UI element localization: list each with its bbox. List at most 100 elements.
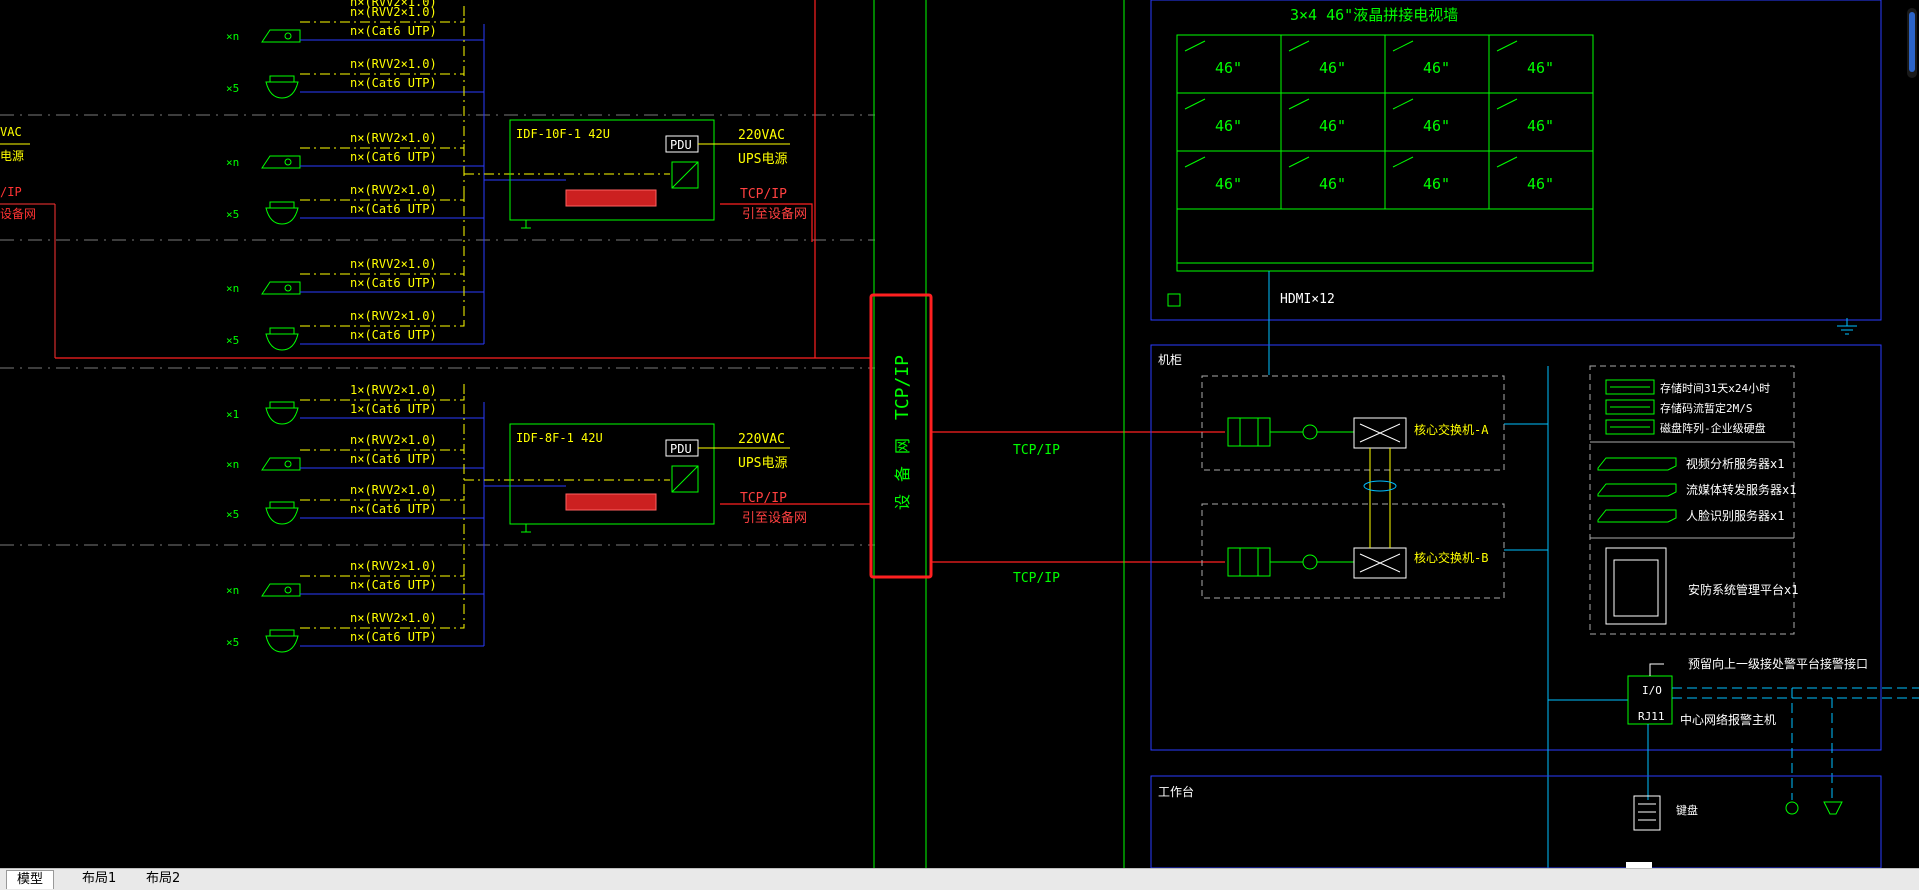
device-count: ×n (226, 30, 239, 43)
construction-lines (0, 114, 875, 546)
cable-cat6-label: n×(Cat6 UTP) (350, 578, 437, 592)
switch-b-chain[interactable]: 核心交换机-B (1227, 547, 1488, 579)
backbone-protocol: TCP/IP (892, 355, 913, 420)
alarm-host[interactable]: I/O RJ11 预留向上一级接处警平台接警接口 中心网络报警主机 (1627, 656, 1919, 800)
cable-rvv-label: n×(RVV2×1.0) (350, 257, 437, 271)
device-count: ×5 (226, 636, 239, 649)
desk-panel[interactable]: 工作台 键盘 (1150, 775, 1882, 868)
switch-a-chain[interactable]: 核心交换机-A (1227, 417, 1489, 449)
upper-device-group: ×n n×(RVV2×1.0) n×(Cat6 UTP) ×5 n×(RVV2×1.0)… (226, 0, 670, 351)
bullet-camera-icon (261, 457, 301, 471)
dome-camera-icon (265, 207, 299, 225)
server-item: 人脸识别服务器x1 (1686, 508, 1784, 523)
screen-size-label: 46" (1215, 175, 1242, 193)
cable-rvv-label: n×(RVV2×1.0) (350, 611, 437, 625)
tab-model[interactable]: 模型 (6, 870, 55, 889)
video-wall-screen[interactable] (1488, 150, 1594, 210)
video-wall-title: 3×4 46"液晶拼接电视墙 (1290, 6, 1458, 24)
cable-cat6-label: n×(Cat6 UTP) (350, 150, 437, 164)
link-upper-label: TCP/IP (1013, 443, 1060, 458)
screen-size-label: 46" (1423, 117, 1450, 135)
drawing-canvas[interactable]: VAC 电源 /IP 设备网 ×nn×(RVV2×1.0)n×(Cat6 UTP… (0, 0, 1919, 868)
screen-size-label: 46" (1319, 117, 1346, 135)
cable-cat6-label: n×(Cat6 UTP) (350, 328, 437, 342)
server-item: 视频分析服务器x1 (1686, 456, 1784, 471)
device-row[interactable]: ×n n×(RVV2×1.0) n×(Cat6 UTP) (226, 433, 484, 471)
screen-size-label: 46" (1527, 117, 1554, 135)
device-row[interactable]: ×n n×(RVV2×1.0) n×(Cat6 UTP) (226, 559, 484, 597)
bullet-camera-icon (261, 29, 301, 43)
keypad-label: 键盘 (1676, 803, 1698, 817)
vertical-scrollbar[interactable] (1907, 8, 1917, 78)
server-item: 流媒体转发服务器x1 (1686, 482, 1796, 497)
device-row[interactable]: ×5n×(RVV2×1.0)n×(Cat6 UTP) (226, 57, 484, 99)
cable-cat6-label: n×(Cat6 UTP) (350, 276, 437, 290)
idf-8f-power-a: 220VAC (738, 432, 785, 447)
platform-server[interactable]: 安防系统管理平台x1 (1605, 547, 1798, 625)
device-row[interactable]: ×11×(RVV2×1.0)1×(Cat6 UTP) (226, 383, 484, 425)
dome-camera-icon (265, 507, 299, 525)
screen-size-label: 46" (1215, 59, 1242, 77)
device-count: ×n (226, 458, 239, 471)
cable-cat6-label: n×(Cat6 UTP) (350, 76, 437, 90)
idf-8f-cabinet[interactable]: IDF-8F-1 42U PDU 220VAC UPS电源 TCP/IP 引至设… (509, 423, 807, 533)
screen-size-label: 46" (1423, 59, 1450, 77)
rack-panel[interactable]: 机柜 核心交换机-A (1150, 344, 1919, 868)
server-list: 视频分析服务器x1 流媒体转发服务器x1 人脸识别服务器x1 (1597, 456, 1796, 523)
device-count: ×5 (226, 334, 239, 347)
scrollbar-thumb[interactable] (1909, 12, 1915, 72)
switch-a-label: 核心交换机-A (1414, 422, 1489, 437)
idf-8f-power-b: UPS电源 (738, 456, 787, 471)
cable-cat6-label: n×(Cat6 UTP) (350, 502, 437, 516)
disk-array-icon (1605, 399, 1655, 415)
tab-layout1[interactable]: 布局1 (82, 871, 117, 886)
cable-rvv-label: n×(RVV2×1.0) (350, 559, 437, 573)
device-row[interactable]: ×nn×(RVV2×1.0)n×(Cat6 UTP) (226, 257, 484, 295)
red-network-lines (55, 0, 1225, 563)
idf-10f-net-a: TCP/IP (740, 187, 787, 202)
link-lower-label: TCP/IP (1013, 571, 1060, 586)
disk-array-icon (1605, 419, 1655, 435)
video-wall-panel[interactable]: 3×4 46"液晶拼接电视墙 46" 46" 46" 46" 46" 46" 46" 46" 4… (1150, 0, 1882, 375)
dome-camera-icon (265, 81, 299, 99)
device-row[interactable]: ×5n×(RVV2×1.0)n×(Cat6 UTP) (226, 183, 484, 225)
server-icon (1597, 509, 1677, 523)
edge-power: 电源 (0, 149, 24, 163)
cable-rvv-label: n×(RVV2×1.0) (350, 309, 437, 323)
idf-10f-cabinet[interactable]: IDF-10F-1 42U PDU 220VAC UPS电源 TCP/IP 引至… (509, 119, 807, 229)
idf-10f-title: IDF-10F-1 42U (516, 127, 610, 141)
tab-layout2[interactable]: 布局2 (146, 871, 181, 886)
rack-title: 机柜 (1158, 353, 1182, 367)
disk-array-icon (1605, 379, 1655, 395)
cable-cat6-label: n×(Cat6 UTP) (350, 630, 437, 644)
backbone-label: 设备网 (893, 426, 912, 510)
dome-camera-icon (265, 407, 299, 425)
device-row[interactable]: ×5 n×(RVV2×1.0) n×(Cat6 UTP) (226, 611, 484, 653)
device-count: ×n (226, 584, 239, 597)
server-icon (1597, 483, 1677, 497)
cable-rvv-label: n×(RVV2×1.0) (350, 131, 437, 145)
idf-8f-pdu: PDU (670, 442, 692, 456)
device-row[interactable]: ×5 n×(RVV2×1.0) n×(Cat6 UTP) (226, 309, 484, 351)
idf-8f-title: IDF-8F-1 42U (516, 431, 603, 445)
device-row[interactable]: ×nn×(RVV2×1.0)n×(Cat6 UTP) (226, 131, 484, 169)
cable-cat6-label: n×(Cat6 UTP) (350, 452, 437, 466)
device-row[interactable]: ×nn×(RVV2×1.0)n×(Cat6 UTP) (226, 5, 484, 43)
dome-camera-icon (265, 333, 299, 351)
cable-cat6-label: 1×(Cat6 UTP) (350, 402, 437, 416)
screen-size-label: 46" (1527, 175, 1554, 193)
backbone[interactable]: TCP/IP 设备网 TCP/IP TCP/IP (869, 0, 1125, 868)
screen-size-label: 46" (1423, 175, 1450, 193)
screen-size-label: 46" (1527, 59, 1554, 77)
screen-size-label: 46" (1319, 59, 1346, 77)
layout-tab-bar: 模型 布局1 布局2 (0, 868, 1919, 890)
alarm-host-label: 中心网络报警主机 (1680, 712, 1776, 727)
cable-rvv-label: n×(RVV2×1.0) (350, 433, 437, 447)
storage-item: 磁盘阵列-企业级硬盘 (1660, 421, 1766, 435)
device-row[interactable]: ×5n×(RVV2×1.0)n×(Cat6 UTP) (226, 483, 484, 525)
idf-8f-net-a: TCP/IP (740, 491, 787, 506)
device-count: ×5 (226, 508, 239, 521)
cable-rvv-label: n×(RVV2×1.0) (350, 5, 437, 19)
hdmi-label: HDMI×12 (1280, 292, 1335, 307)
